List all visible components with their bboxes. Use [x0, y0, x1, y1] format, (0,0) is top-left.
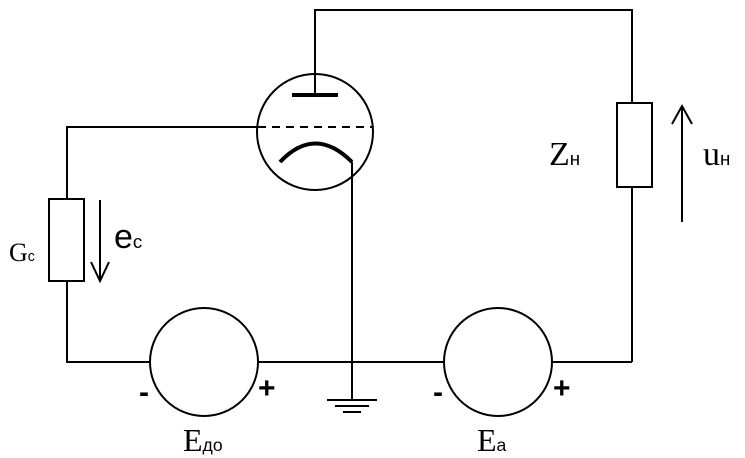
signal-emf-arrow [90, 200, 110, 284]
vacuum-tube-triode [256, 73, 374, 191]
anode-source-label: Ea [477, 422, 507, 458]
grid-bias-minus-sign: - [139, 376, 149, 409]
signal-emf-label: ec [114, 218, 143, 256]
grid-bias-source-label: Eдо [183, 422, 223, 458]
load-voltage-arrow [671, 103, 693, 222]
anode-minus-sign: - [433, 376, 443, 409]
grid-bias-plus-sign: + [258, 372, 276, 405]
tube-cathode [278, 141, 354, 164]
anode-wire [314, 9, 633, 103]
anode-source [443, 307, 553, 417]
grid-bias-source [149, 307, 259, 417]
grid-conductance-resistor [48, 198, 85, 282]
load-voltage-label: uн [703, 136, 731, 173]
load-impedance-resistor [616, 102, 653, 188]
anode-plus-sign: + [553, 372, 571, 405]
load-impedance-label: Zн [549, 136, 581, 173]
grid-wire [66, 126, 258, 199]
grid-resistor-to-bias-wire [66, 281, 150, 363]
tube-envelope [256, 73, 374, 191]
wires [66, 9, 633, 400]
grid-conductance-label: Gc [9, 238, 35, 267]
ground-symbol [327, 399, 377, 413]
